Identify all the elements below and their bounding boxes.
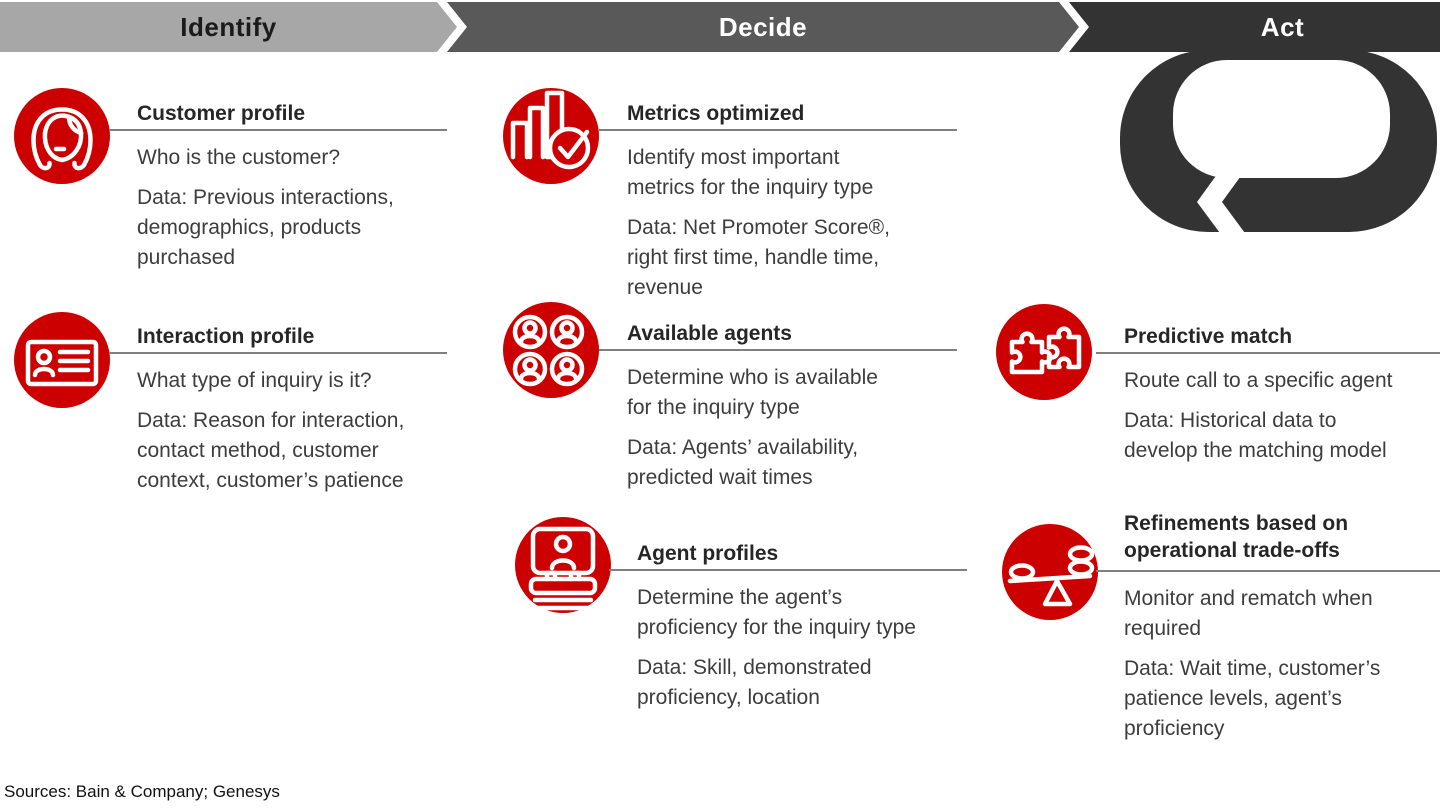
phase-band-decide: Decide xyxy=(447,2,1079,52)
item-data: Data: Agents’ availability, predicted wa… xyxy=(627,436,859,489)
item-data: Data: Previous interactions, demographic… xyxy=(137,186,394,269)
woman-face-icon xyxy=(14,88,110,184)
phase-label-act: Act xyxy=(1260,11,1305,42)
title-underline xyxy=(599,349,957,351)
item-available-agents: Available agents Determine who is availa… xyxy=(503,302,957,503)
feedback-loop-arrow-icon xyxy=(1120,50,1437,248)
item-title: Agent profiles xyxy=(637,542,779,565)
item-customer-profile: Customer profile Who is the customer? Da… xyxy=(14,88,447,283)
balance-scale-icon xyxy=(1002,524,1098,620)
title-underline xyxy=(109,129,447,131)
item-agent-profiles: Agent profiles Determine the agent’s pro… xyxy=(515,517,967,723)
id-card-icon xyxy=(14,312,110,408)
item-data: Data: Net Promoter Score®, right first t… xyxy=(627,216,890,299)
item-title: Predictive match xyxy=(1124,325,1293,348)
item-question: Determine who is available for the inqui… xyxy=(627,366,878,419)
item-question: Who is the customer? xyxy=(137,146,341,169)
item-question: Route call to a specific agent xyxy=(1124,369,1393,392)
item-refinements-trade-offs: Refinements based on operational trade-o… xyxy=(1002,510,1440,754)
item-interaction-profile: Interaction profile What type of inquiry… xyxy=(14,312,447,506)
item-data: Data: Skill, demonstrated proficiency, l… xyxy=(637,656,872,709)
item-question: What type of inquiry is it? xyxy=(137,369,372,392)
item-title: Available agents xyxy=(627,322,792,345)
title-underline xyxy=(1096,570,1440,572)
item-data: Data: Reason for interaction, contact me… xyxy=(137,409,405,492)
item-title: Customer profile xyxy=(137,102,306,125)
item-data: Data: Wait time, customer’s patience lev… xyxy=(1124,657,1381,740)
phase-label-decide: Decide xyxy=(718,11,808,42)
item-title: Refinements based on operational trade-o… xyxy=(1124,512,1349,562)
item-question: Determine the agent’s proficiency for th… xyxy=(637,586,916,639)
title-underline xyxy=(609,569,967,571)
item-data: Data: Historical data to develop the mat… xyxy=(1124,409,1387,462)
title-underline xyxy=(1096,352,1440,354)
item-question: Monitor and rematch when required xyxy=(1124,587,1373,640)
item-title: Interaction profile xyxy=(137,325,315,348)
puzzle-pieces-icon xyxy=(996,304,1092,400)
item-question: Identify most important metrics for the … xyxy=(627,146,874,199)
phase-band-identify: Identify xyxy=(0,2,457,52)
profile-briefcase-icon xyxy=(515,517,611,613)
item-title: Metrics optimized xyxy=(627,102,805,125)
bar-chart-check-icon xyxy=(503,88,599,184)
phase-band-act: Act xyxy=(1069,2,1440,52)
phase-label-identify: Identify xyxy=(180,11,277,42)
title-underline xyxy=(109,352,447,354)
people-group-icon xyxy=(503,302,599,398)
item-predictive-match: Predictive match Route call to a specifi… xyxy=(996,304,1440,476)
title-underline xyxy=(599,129,957,131)
item-metrics-optimized: Metrics optimized Identify most importan… xyxy=(503,88,957,313)
source-note: Sources: Bain & Company; Genesys xyxy=(4,782,280,801)
